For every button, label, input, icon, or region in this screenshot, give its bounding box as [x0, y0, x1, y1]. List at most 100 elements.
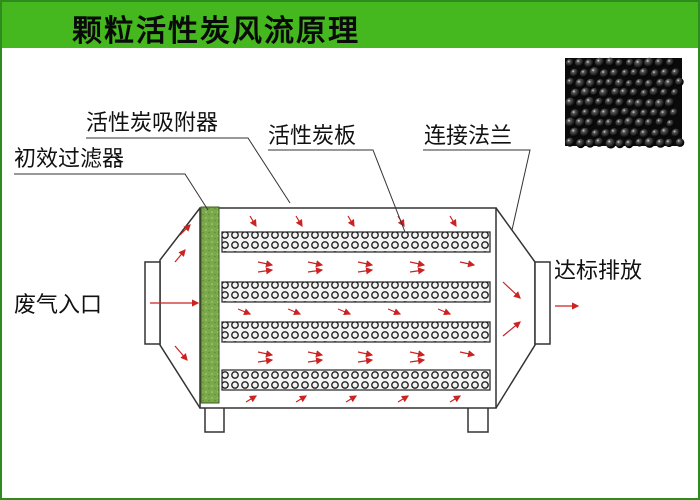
- carbon-bead: [565, 117, 576, 128]
- page-title: 颗粒活性炭风流原理: [72, 14, 360, 49]
- carbon-bead: [621, 69, 630, 78]
- carbon-bead: [639, 129, 649, 139]
- carbon-bead: [669, 108, 679, 118]
- carbon-bead: [585, 138, 595, 148]
- carbon-bead: [596, 79, 605, 88]
- carbon-bead: [671, 128, 681, 138]
- carbon-bead: [589, 67, 600, 78]
- carbon-bead: [619, 88, 629, 98]
- label-adsorber: 活性炭吸附器: [86, 111, 218, 136]
- carbon-bead: [604, 97, 615, 107]
- pre-filter-panel: [200, 206, 220, 404]
- carbon-bead: [666, 119, 675, 128]
- carbon-bead: [644, 79, 654, 89]
- carbon-bead: [639, 68, 649, 78]
- carbon-bead: [565, 137, 575, 147]
- carbon-plates: [221, 231, 491, 391]
- carbon-bead: [625, 79, 634, 88]
- carbon-plate-3: [221, 321, 491, 343]
- leader-lines: [14, 137, 531, 233]
- carbon-bead: [580, 87, 591, 98]
- carbon-bead: [591, 129, 601, 139]
- carbon-plate-4: [221, 369, 491, 391]
- carbon-bead: [675, 138, 685, 147]
- carbon-bead: [664, 78, 675, 89]
- carbon-bead: [644, 57, 655, 68]
- carbon-bead: [660, 88, 669, 97]
- carbon-bead: [630, 109, 640, 119]
- carbon-bead: [630, 68, 639, 77]
- carbon-bead: [671, 88, 679, 97]
- carbon-bead: [586, 78, 596, 89]
- label-connect-flange: 连接法兰: [424, 124, 512, 149]
- carbon-bead: [630, 128, 639, 138]
- carbon-bead: [615, 59, 624, 68]
- carbon-bead: [576, 138, 586, 149]
- carbon-bead: [635, 78, 645, 88]
- carbon-beads-photo: [565, 57, 685, 149]
- carbon-bead: [605, 118, 614, 128]
- carbon-bead: [609, 107, 621, 118]
- carbon-bead: [656, 138, 666, 148]
- carbon-bead: [570, 88, 581, 99]
- carbon-bead: [654, 98, 666, 109]
- carbon-bead: [625, 58, 635, 68]
- carbon-bead: [621, 107, 630, 117]
- carbon-bead: [645, 99, 655, 109]
- carbon-bead: [610, 68, 619, 78]
- label-inlet: 废气入口: [14, 293, 102, 318]
- carbon-bead: [605, 78, 614, 87]
- carbon-bead: [614, 78, 625, 89]
- carbon-bead: [570, 68, 579, 78]
- carbon-bead: [671, 68, 681, 78]
- carbon-bead: [594, 57, 605, 68]
- carbon-bead: [624, 117, 634, 127]
- carbon-bead: [566, 78, 575, 87]
- carbon-bead: [605, 57, 615, 67]
- carbon-bead: [651, 129, 660, 138]
- carbon-bead: [584, 118, 594, 128]
- carbon-plate-1: [221, 231, 491, 253]
- carbon-bead: [580, 127, 590, 138]
- carbon-bead: [581, 108, 590, 117]
- carbon-bead: [590, 88, 599, 97]
- carbon-bead: [565, 97, 576, 108]
- label-outlet: 达标排放: [554, 259, 642, 284]
- carbon-bead: [601, 129, 611, 139]
- carbon-bead: [594, 137, 604, 147]
- carbon-bead: [610, 128, 619, 137]
- carbon-bead: [635, 138, 644, 147]
- carbon-plate-2: [221, 281, 491, 303]
- carbon-bead: [569, 127, 580, 138]
- carbon-bead: [649, 87, 659, 97]
- carbon-bead: [626, 98, 636, 108]
- carbon-bead: [650, 108, 659, 118]
- carbon-bead: [599, 69, 610, 79]
- carbon-bead: [659, 109, 669, 119]
- carbon-bead: [640, 89, 649, 98]
- carbon-bead: [640, 109, 649, 118]
- carbon-bead: [634, 99, 644, 109]
- carbon-bead: [666, 58, 675, 67]
- carbon-bead: [579, 69, 589, 78]
- carbon-bead: [565, 59, 575, 68]
- carbon-bead: [575, 117, 586, 128]
- carbon-bead: [620, 128, 631, 139]
- carbon-bead: [656, 78, 666, 88]
- carbon-bead: [584, 59, 594, 69]
- carbon-bead: [655, 117, 664, 127]
- carbon-bead: [650, 69, 660, 79]
- carbon-bead: [615, 98, 625, 108]
- carbon-bead: [574, 58, 585, 68]
- carbon-bead: [576, 99, 585, 108]
- carbon-bead: [629, 88, 639, 97]
- carbon-bead: [654, 58, 665, 68]
- carbon-bead: [615, 118, 625, 128]
- carbon-bead: [664, 138, 674, 148]
- carbon-bead: [644, 137, 655, 148]
- carbon-bead: [605, 138, 616, 149]
- carbon-bead: [644, 118, 654, 128]
- carbon-bead: [596, 119, 605, 128]
- carbon-bead: [570, 109, 580, 119]
- carbon-bead: [660, 68, 670, 78]
